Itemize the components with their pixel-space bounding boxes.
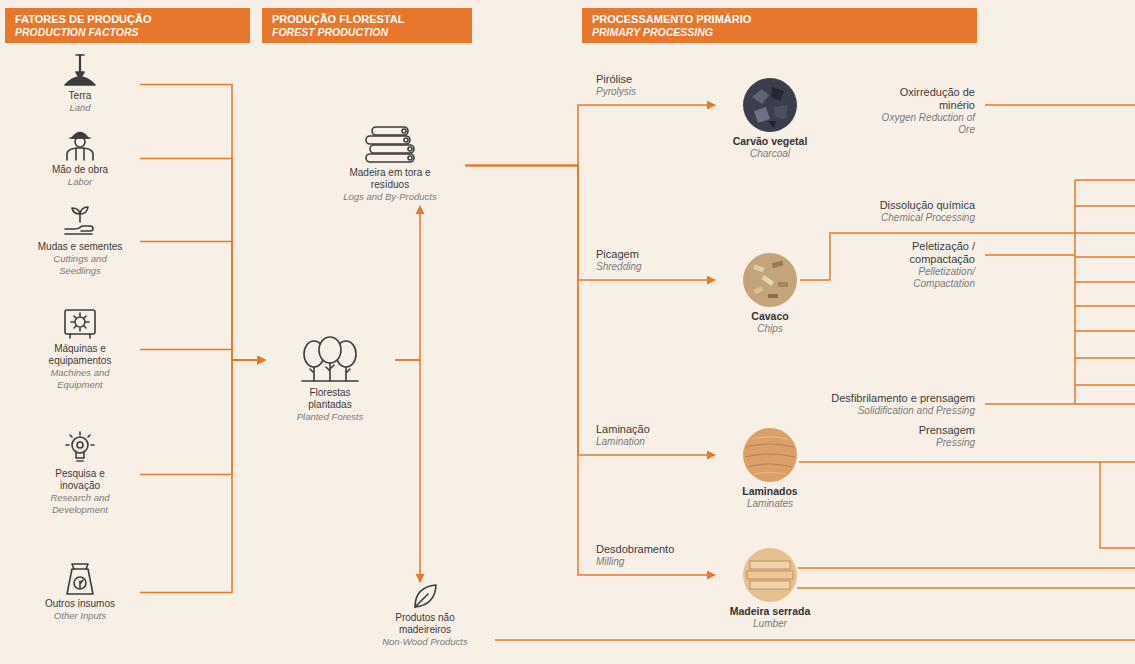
forest-product: Produtos não madeireirosNon-Wood Product… — [360, 582, 490, 651]
node-title: Terra — [36, 90, 124, 102]
product-photo — [742, 427, 798, 483]
node-subtitle: FOREST PRODUCTION — [272, 26, 462, 38]
processed-product: Carvão vegetalCharcoal — [715, 77, 825, 160]
process-label: Pirólise — [596, 73, 632, 86]
process-label-en: Shredding — [596, 261, 706, 273]
node-subtitle: Laminates — [715, 498, 825, 510]
node-subtitle: PRODUCTION FACTORS — [15, 26, 240, 38]
node-subtitle: Charcoal — [715, 148, 825, 160]
output-line — [797, 568, 1135, 588]
output-line — [799, 462, 1135, 548]
node-subtitle: Logs and By-Products — [340, 191, 440, 203]
output-line — [985, 104, 1135, 106]
node-title: Máquinas e equipamentos — [36, 343, 124, 367]
flow-arrow — [395, 206, 420, 360]
line-icon — [298, 335, 362, 385]
flow-arrow — [465, 166, 715, 576]
process-label-en: Lamination — [596, 436, 706, 448]
forest-product: Madeira em tora e resíduosLogs and By-Pr… — [315, 125, 465, 206]
factor-item: Mão de obraLabor — [20, 126, 140, 191]
output-line — [495, 639, 1135, 641]
flow-arrow — [465, 166, 715, 281]
line-icon — [62, 203, 98, 239]
process-label: Prensagem — [855, 424, 975, 437]
node-title: Mão de obra — [36, 164, 124, 176]
flow-arrow — [465, 166, 715, 456]
processed-product: CavacoChips — [715, 252, 825, 335]
line-icon — [62, 126, 98, 162]
node-title: Cavaco — [715, 310, 825, 323]
column-header: PROCESSAMENTO PRIMÁRIOPRIMARY PROCESSING — [582, 8, 977, 43]
column-header: PRODUÇÃO FLORESTALFOREST PRODUCTION — [262, 8, 472, 43]
process-label-en: Pyrolysis — [596, 86, 706, 98]
line-icon — [62, 52, 98, 88]
line-icon — [410, 582, 440, 610]
process-label: Peletização / compactação — [865, 240, 975, 266]
process-label-en: Solidification and Pressing — [735, 405, 975, 417]
node-subtitle: Chips — [715, 323, 825, 335]
output-line — [985, 254, 1075, 256]
process-label: Dissolução química — [775, 199, 975, 212]
forest-source: Florestas plantadasPlanted Forests — [265, 335, 395, 426]
product-photo — [742, 547, 798, 603]
flow-arrow — [140, 159, 265, 361]
node-subtitle: Labor — [36, 176, 124, 188]
flow-arrow — [140, 360, 265, 593]
node-subtitle: Machines and Equipment — [36, 367, 124, 391]
processed-product: Madeira serradaLumber — [715, 547, 825, 630]
node-subtitle: PRIMARY PROCESSING — [592, 26, 967, 38]
node-subtitle: Planted Forests — [290, 411, 370, 423]
process-label-en: Chemical Processing — [775, 212, 975, 224]
flow-arrow — [140, 350, 265, 361]
node-subtitle: Non-Wood Products — [380, 636, 470, 648]
process-label: Oxirredução de minério — [875, 86, 975, 112]
line-icon — [360, 125, 420, 165]
bracket-line — [1074, 180, 1076, 404]
process-label: Desfibrilamento e prensagem — [735, 392, 975, 405]
process-label: Desdobramento — [596, 543, 674, 556]
node-title: PRODUÇÃO FLORESTAL — [272, 13, 462, 26]
process-label: Laminação — [596, 423, 650, 436]
node-title: Madeira em tora e resíduos — [340, 167, 440, 191]
flow-arrow — [465, 105, 715, 166]
flow-arrow — [140, 85, 265, 361]
product-photo — [742, 252, 798, 308]
node-title: Madeira serrada — [715, 605, 825, 618]
process-label-en: Milling — [596, 556, 706, 568]
node-title: PROCESSAMENTO PRIMÁRIO — [592, 13, 967, 26]
factor-item: Máquinas e equipamentosMachines and Equi… — [20, 305, 140, 394]
node-subtitle: Land — [36, 102, 124, 114]
processed-product: LaminadosLaminates — [715, 427, 825, 510]
line-icon — [62, 305, 98, 341]
process-label-en: Oxygen Reduction of Ore — [875, 112, 975, 136]
node-title: Outros insumos — [36, 598, 124, 610]
node-subtitle: Cuttings and Seedlings — [36, 253, 124, 277]
node-title: Carvão vegetal — [715, 135, 825, 148]
output-line — [1075, 180, 1135, 404]
flow-arrow — [395, 360, 420, 582]
node-title: Mudas e sementes — [36, 241, 124, 253]
process-label-en: Pressing — [855, 437, 975, 449]
process-label-en: Pelletization/ Compactation — [865, 266, 975, 290]
flow-arrow — [140, 360, 265, 475]
factor-item: TerraLand — [20, 52, 140, 117]
factor-item: Mudas e sementesCuttings and Seedlings — [20, 203, 140, 280]
product-photo — [742, 77, 798, 133]
node-title: Produtos não madeireiros — [380, 612, 470, 636]
node-subtitle: Research and Development — [36, 492, 124, 516]
node-subtitle: Lumber — [715, 618, 825, 630]
line-icon — [62, 430, 98, 466]
factor-item: Outros insumosOther Inputs — [20, 560, 140, 625]
line-icon — [62, 560, 98, 596]
node-title: FATORES DE PRODUÇÃO — [15, 13, 240, 26]
process-label: Picagem — [596, 248, 639, 261]
node-title: Pesquisa e inovação — [36, 468, 124, 492]
output-line — [985, 403, 1075, 405]
node-title: Laminados — [715, 485, 825, 498]
factor-item: Pesquisa e inovaçãoResearch and Developm… — [20, 430, 140, 519]
node-subtitle: Other Inputs — [36, 610, 124, 622]
flow-arrow — [140, 242, 265, 361]
node-title: Florestas plantadas — [290, 387, 370, 411]
column-header: FATORES DE PRODUÇÃOPRODUCTION FACTORS — [5, 8, 250, 43]
